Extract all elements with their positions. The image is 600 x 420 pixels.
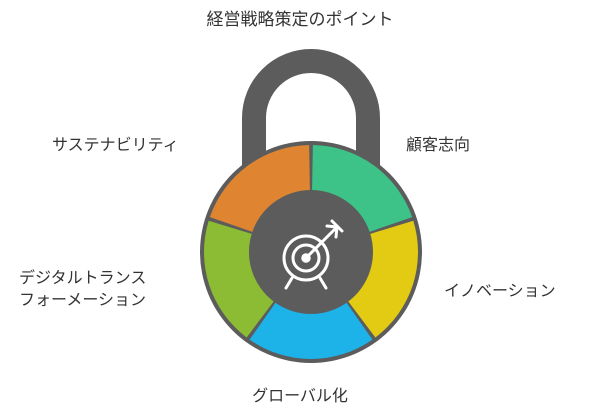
segment-innovation [348, 220, 418, 338]
segment-customer-focus [312, 145, 413, 232]
segment-label-line: フォーメーション [19, 290, 147, 309]
segment-label-line: デジタルトランス [19, 268, 147, 287]
segment-label-globalization: グローバル化 [252, 386, 348, 405]
segment-label-digital-transformation: デジタルトランス フォーメーション [19, 267, 146, 311]
diagram-title: 経営戦略策定のポイント [206, 10, 394, 30]
segment-label-sustainability: サステナビリティ [52, 135, 179, 154]
segment-label-customer-focus: 顧客志向 [406, 135, 471, 154]
segment-label-innovation: イノベーション [444, 281, 556, 300]
target-arrow-icon [282, 219, 344, 290]
padlock-shackle [242, 49, 380, 170]
segment-sustainability [209, 145, 310, 232]
segments-group [203, 145, 418, 359]
segment-globalization [249, 302, 373, 359]
segment-digital-transformation [203, 220, 274, 338]
